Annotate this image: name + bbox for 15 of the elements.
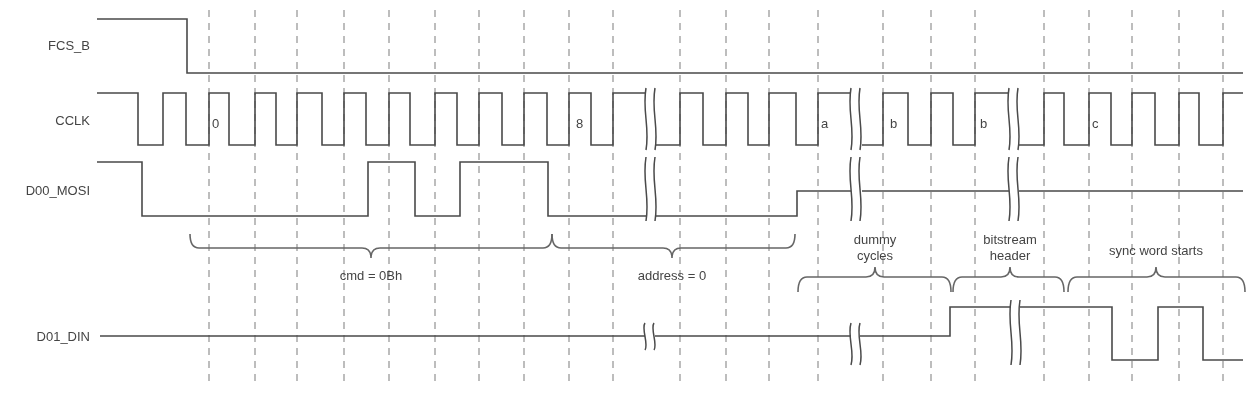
clock-count-label: 8 [576, 116, 584, 132]
signal-name: CCLK [55, 113, 90, 129]
clock-count-label: b [890, 116, 898, 132]
segment-label: cmd = 0Bh [339, 268, 403, 284]
signal-name: D01_DIN [36, 329, 90, 345]
clock-count-label: b [980, 116, 988, 132]
clock-count-label: c [1092, 116, 1099, 132]
segment-label: address = 0 [637, 268, 707, 284]
segment-label: dummy cycles [852, 232, 898, 264]
segment-label: sync word starts [1109, 243, 1203, 259]
clock-count-label: a [821, 116, 829, 132]
segment-label: bitstream header [982, 232, 1038, 264]
signal-name: FCS_B [48, 38, 90, 54]
signal-name: D00_MOSI [25, 183, 90, 199]
clock-count-label: 0 [212, 116, 220, 132]
